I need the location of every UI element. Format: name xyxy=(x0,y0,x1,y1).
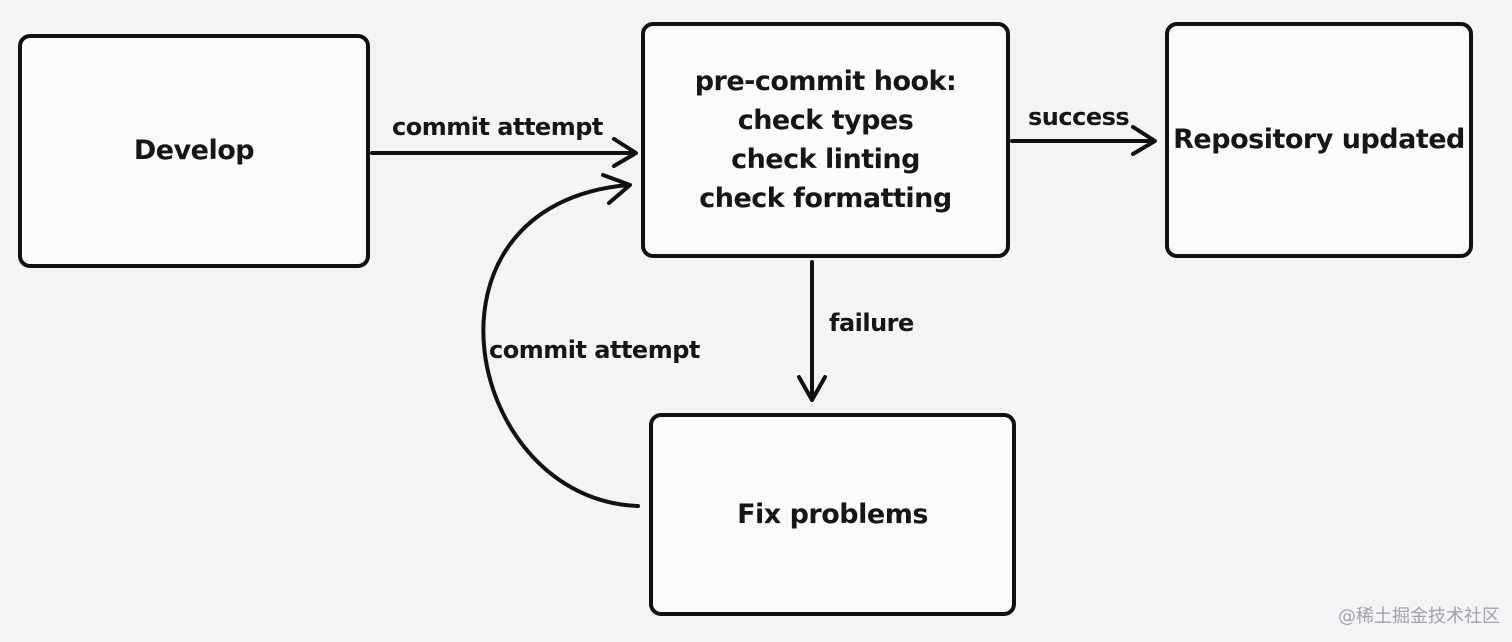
node-repository-label: Repository updated xyxy=(1173,124,1465,156)
node-pre-commit-hook: pre-commit hook: check types check linti… xyxy=(641,22,1010,258)
hook-title: pre-commit hook: xyxy=(694,65,957,97)
node-fix-label: Fix problems xyxy=(737,498,928,530)
label-success: success xyxy=(1028,103,1130,131)
label-commit-attempt-top: commit attempt xyxy=(392,113,603,141)
arrowhead-fix-to-hook xyxy=(601,173,632,205)
node-repository-updated: Repository updated xyxy=(1165,22,1473,258)
hook-check-types: check types xyxy=(737,104,914,136)
arrowhead-develop-to-hook xyxy=(612,137,638,168)
watermark: @稀土掘金技术社区 xyxy=(1338,606,1500,627)
node-fix-problems: Fix problems xyxy=(649,413,1016,616)
arrowhead-hook-to-repo xyxy=(1131,125,1157,156)
node-develop-label: Develop xyxy=(133,135,255,167)
label-commit-attempt-loop: commit attempt xyxy=(489,336,700,364)
edge-fix-to-hook xyxy=(481,183,640,508)
hook-check-linting: check linting xyxy=(731,144,920,175)
node-develop: Develop xyxy=(18,34,370,268)
arrowhead-hook-to-fix xyxy=(797,375,827,402)
label-failure: failure xyxy=(829,309,914,337)
hook-check-formatting: check formatting xyxy=(699,183,952,215)
